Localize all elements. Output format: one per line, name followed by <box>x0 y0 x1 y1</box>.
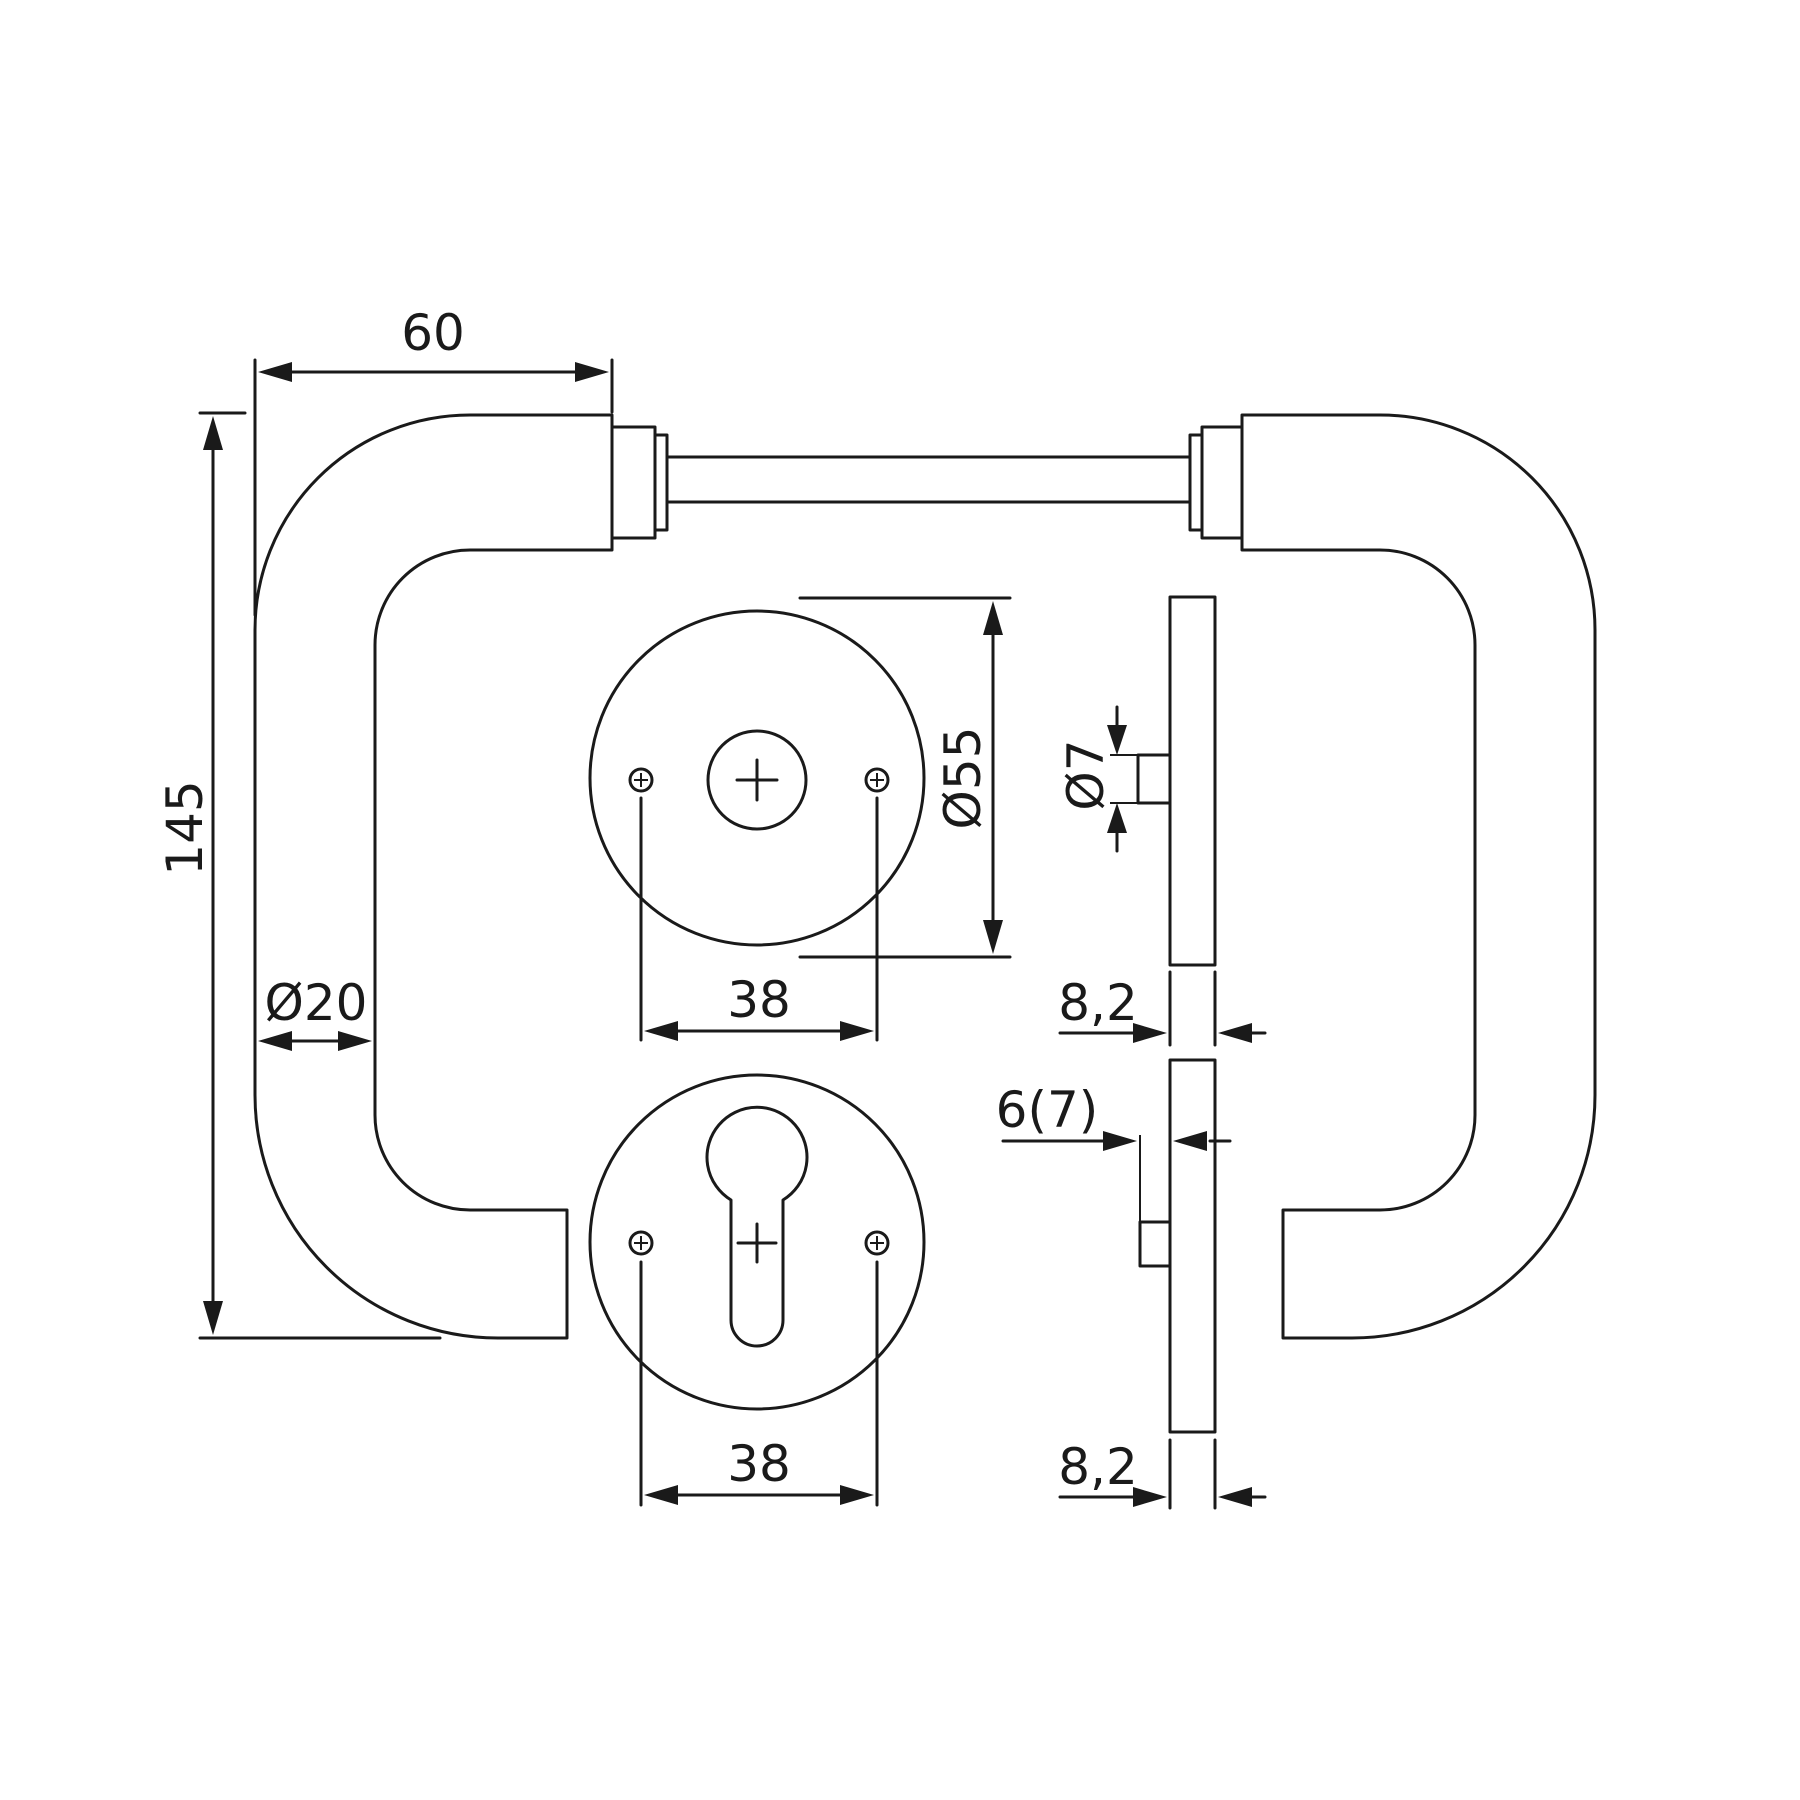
right-handle <box>1188 413 1597 1340</box>
keyhole-circle <box>706 729 808 831</box>
dimension-rose-diameter: Ø55 <box>798 596 1012 959</box>
dimension-bar-diameter-label: Ø20 <box>265 974 368 1032</box>
dimension-pin-length-label: 6(7) <box>996 1081 1099 1139</box>
connecting-spindle <box>665 455 1192 504</box>
upper-rose-outline <box>588 609 926 947</box>
dimension-pin-length: 6(7) <box>996 1081 1232 1222</box>
cylinder-pin-side <box>1138 1220 1172 1268</box>
dimension-rose-diameter-label: Ø55 <box>934 727 992 830</box>
screw-hole-lower-right <box>864 1230 890 1256</box>
dimension-bar-diameter: Ø20 <box>258 974 372 1051</box>
dimension-145: 145 <box>156 411 442 1340</box>
spindle-pin-side <box>1136 753 1172 805</box>
left-bearing-collar <box>610 425 657 540</box>
dimension-thickness-upper: 8,2 <box>1058 970 1267 1047</box>
dimension-screw-spacing-lower-label: 38 <box>727 1435 791 1493</box>
dimension-screw-spacing-upper: 38 <box>639 796 879 1042</box>
left-handle <box>253 413 669 1340</box>
cylinder-cutout <box>705 1105 809 1348</box>
upper-rose-side-plate <box>1168 595 1217 967</box>
dimension-thickness-lower: 8,2 <box>1058 1438 1267 1510</box>
dimension-screw-spacing-upper-label: 38 <box>727 971 791 1029</box>
side-view-lower <box>1138 1058 1217 1434</box>
left-handle-outer-outline <box>253 413 614 1340</box>
lower-rose <box>588 1073 926 1411</box>
dimension-screw-spacing-lower: 38 <box>639 1260 879 1507</box>
screw-hole-upper-left <box>628 767 654 793</box>
screw-hole-upper-right <box>864 767 890 793</box>
upper-rose <box>588 609 926 947</box>
dimension-60-label: 60 <box>401 304 465 362</box>
dimension-thickness-lower-label: 8,2 <box>1058 1438 1138 1496</box>
lower-rose-outline <box>588 1073 926 1411</box>
screw-hole-lower-left <box>628 1230 654 1256</box>
right-bearing-collar <box>1200 425 1244 540</box>
right-handle-outer-outline <box>1240 413 1597 1340</box>
right-bearing-ring <box>1188 433 1204 532</box>
side-view-upper <box>1136 595 1217 967</box>
dimension-thickness-upper-label: 8,2 <box>1058 974 1138 1032</box>
dimension-spindle-diameter: Ø7 <box>1057 705 1138 853</box>
dimension-145-label: 145 <box>156 780 214 875</box>
left-bearing-ring <box>653 433 669 532</box>
lower-rose-side-plate <box>1168 1058 1217 1434</box>
dimension-spindle-diameter-label: Ø7 <box>1057 739 1115 810</box>
dimension-60: 60 <box>253 304 614 617</box>
